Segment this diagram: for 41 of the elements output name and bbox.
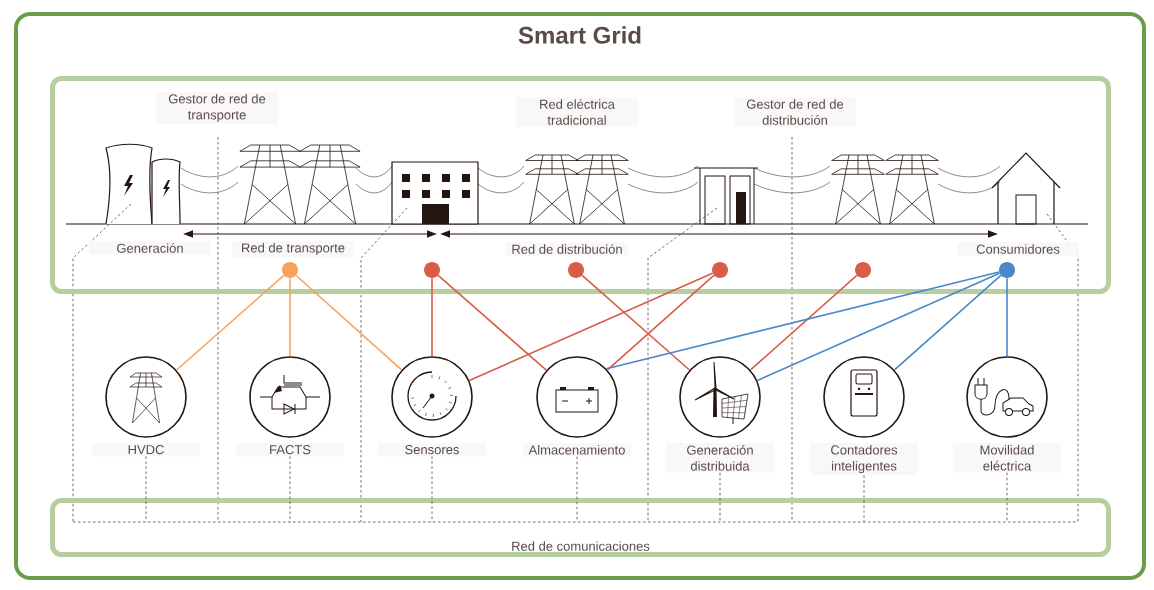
region-label: Gestor de red de transporte xyxy=(156,91,278,125)
connector-line xyxy=(145,456,147,523)
node-label: Movilidad eléctrica xyxy=(980,445,1034,471)
connector-line xyxy=(749,274,858,371)
connector-line xyxy=(437,274,548,371)
connector-line xyxy=(893,274,1002,371)
connector-line xyxy=(863,474,865,523)
network-band: Red de comunicaciones xyxy=(50,498,1111,557)
region-label: Gestor de red de distribución xyxy=(734,97,856,127)
connector-line xyxy=(468,272,714,382)
node-label: Contadores inteligentes xyxy=(831,445,898,474)
region-label: Red de transporte xyxy=(232,240,354,258)
connector-line xyxy=(295,274,403,371)
connector-line xyxy=(581,274,691,371)
connection-dot xyxy=(424,262,440,278)
region-label: Consumidores xyxy=(957,242,1079,256)
connector-line xyxy=(289,456,291,523)
region-label: Generación xyxy=(89,241,211,255)
node-label: Sensores xyxy=(405,445,459,455)
connector-line xyxy=(756,272,1001,382)
connector-line xyxy=(431,277,433,357)
connector-line xyxy=(606,274,715,371)
connection-dot xyxy=(999,262,1015,278)
connector-line xyxy=(1006,277,1008,357)
connection-dot xyxy=(712,262,728,278)
connection-dot xyxy=(282,262,298,278)
node-label: FACTS xyxy=(270,445,311,455)
node-label: Almacenamiento xyxy=(528,445,625,455)
region-label: Red eléctrica tradicional xyxy=(516,97,638,127)
connector-line xyxy=(1006,472,1008,523)
network-band xyxy=(50,76,1111,294)
connector-line xyxy=(175,274,285,371)
node-label: Generación distribuida xyxy=(687,445,753,471)
connector-line xyxy=(431,456,433,523)
region-label: Red de distribución xyxy=(506,242,628,256)
connector-line xyxy=(289,277,291,357)
connector-line xyxy=(719,472,721,523)
connection-dot xyxy=(855,262,871,278)
connector-line xyxy=(605,271,1000,370)
node-label: HVDC xyxy=(128,445,164,455)
connection-dot xyxy=(568,262,584,278)
